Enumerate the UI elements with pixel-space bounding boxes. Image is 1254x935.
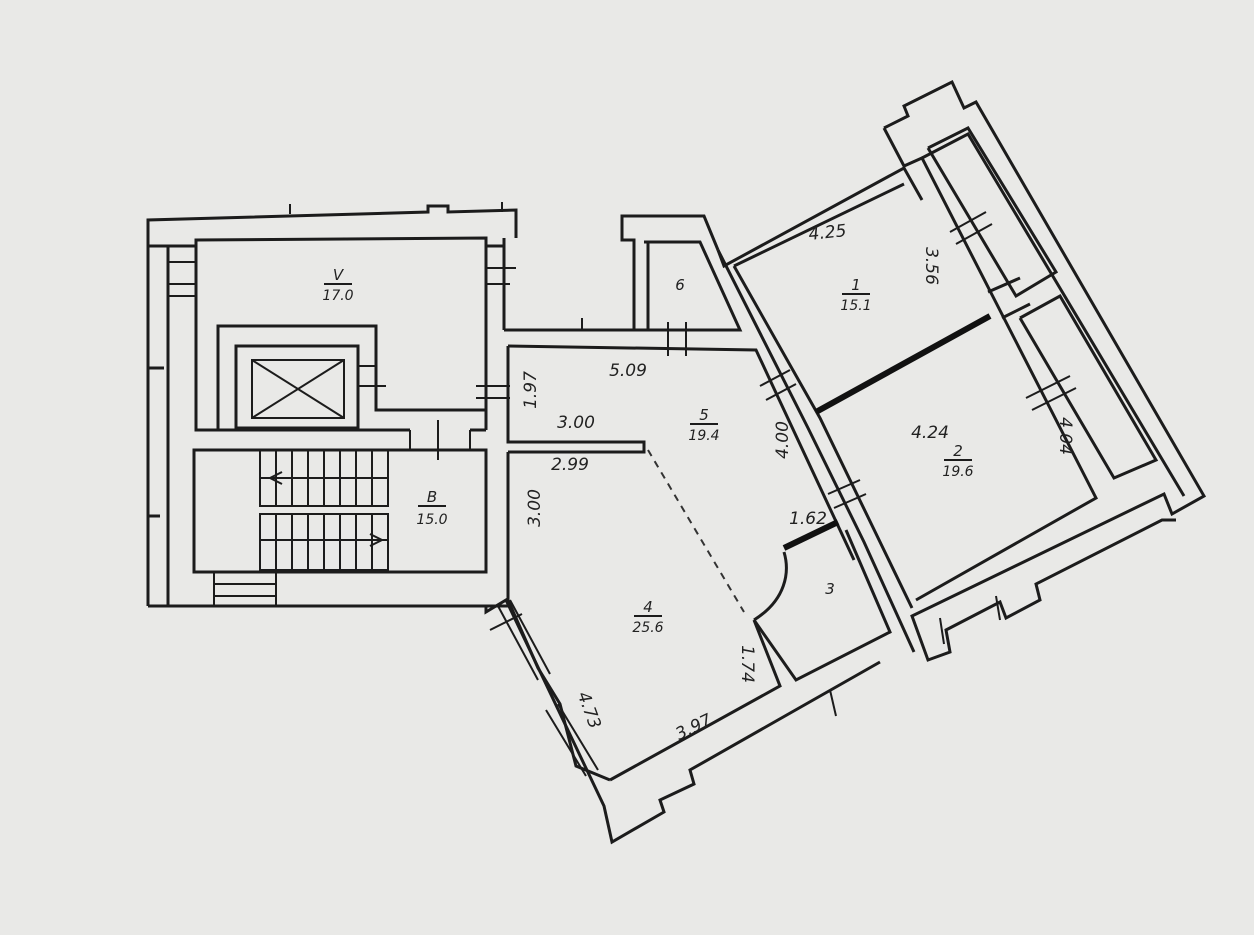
dim-3-56: 3.56 — [921, 247, 941, 285]
room-area-2: 19.6 — [942, 464, 973, 480]
dim-3-00-left: 3.00 — [525, 489, 545, 527]
room-label-1: 1 — [851, 276, 861, 294]
dim-3-97: 3.97 — [672, 710, 715, 745]
room-area-1: 15.1 — [840, 298, 871, 314]
room-area-V: 17.0 — [322, 288, 353, 304]
stair-core-walls — [146, 202, 518, 608]
dim-2-99: 2.99 — [551, 455, 589, 475]
dim-1-62: 1.62 — [789, 509, 827, 529]
room-label-V: V — [333, 266, 345, 284]
room-label-6: 6 — [675, 276, 685, 294]
dim-4-00: 4.00 — [773, 421, 793, 459]
dim-5-09: 5.09 — [609, 361, 647, 381]
room-label-3: 3 — [825, 580, 835, 598]
room-label-2: 2 — [953, 442, 963, 460]
dim-3-00-top: 3.00 — [557, 413, 595, 433]
dimension-labels: 5.09 1.97 3.00 2.99 3.00 4.00 1.62 1.74 … — [521, 221, 1075, 745]
room-labels: V 17.0 B 15.0 6 5 19.4 4 25.6 3 1 15.1 2… — [322, 266, 973, 636]
dim-1-97: 1.97 — [521, 371, 541, 409]
apartment-walls-middle — [484, 214, 892, 845]
room-label-5: 5 — [699, 406, 709, 424]
apartment-walls-right — [716, 79, 1207, 662]
dim-4-25: 4.25 — [808, 221, 848, 245]
dim-4-04: 4.04 — [1055, 417, 1075, 455]
room-area-B: 15.0 — [416, 512, 447, 528]
dim-4-73: 4.73 — [573, 689, 605, 731]
room-label-B: B — [427, 488, 437, 506]
dim-4-24: 4.24 — [911, 423, 949, 443]
dim-1-74: 1.74 — [737, 645, 757, 683]
room-label-4: 4 — [643, 598, 653, 616]
room-area-4: 25.6 — [632, 620, 663, 636]
room-area-5: 19.4 — [688, 428, 719, 444]
